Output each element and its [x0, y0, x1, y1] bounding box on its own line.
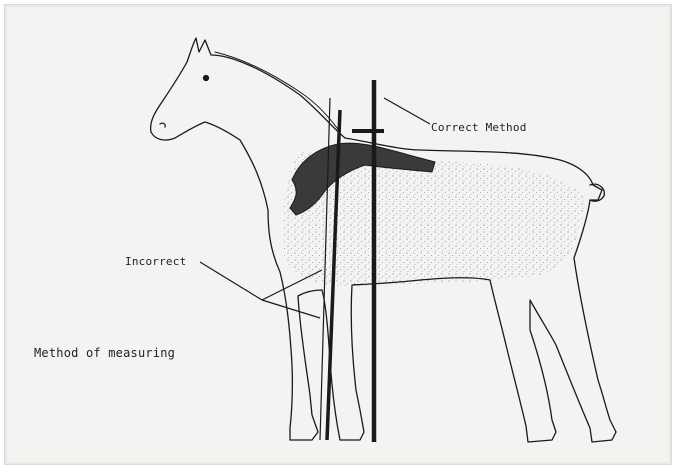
horse-eye: [204, 76, 209, 81]
correct-method-label: Correct Method: [431, 121, 527, 134]
diagram-caption: Method of measuring: [34, 346, 175, 360]
horse-illustration: [151, 38, 616, 442]
incorrect-label: Incorrect: [125, 255, 186, 268]
horse-nostril: [160, 123, 165, 127]
mane: [215, 52, 340, 132]
